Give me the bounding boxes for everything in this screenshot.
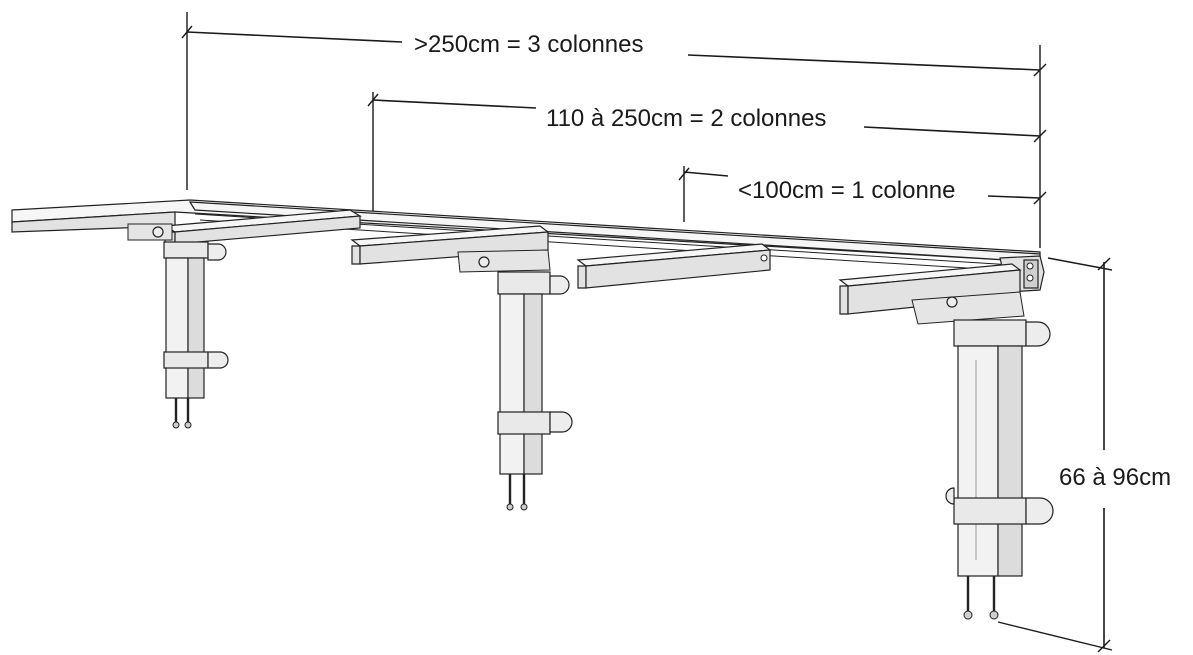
dimension-label-two-columns: 110 à 250cm = 2 colonnes: [546, 105, 826, 132]
dimension-one-column: <100cm = 1 colonne: [678, 166, 1047, 222]
dimension-two-columns: 110 à 250cm = 2 colonnes: [367, 92, 1047, 212]
dimension-label-three-columns: >250cm = 3 colonnes: [414, 31, 644, 58]
dimension-label-height: 66 à 96cm: [1059, 464, 1171, 491]
dimension-height: 66 à 96cm: [997, 257, 1171, 653]
column-right: [945, 319, 1054, 620]
cross-arm-3: [576, 243, 772, 289]
dimension-three-columns: >250cm = 3 colonnes: [181, 12, 1047, 248]
column-left: [163, 241, 229, 429]
dimension-label-one-column: <100cm = 1 colonne: [738, 177, 956, 204]
column-middle: [497, 271, 573, 511]
cross-arm-1: [127, 209, 362, 247]
cross-arm-2: [350, 225, 551, 273]
cross-arm-4: [838, 263, 1025, 325]
